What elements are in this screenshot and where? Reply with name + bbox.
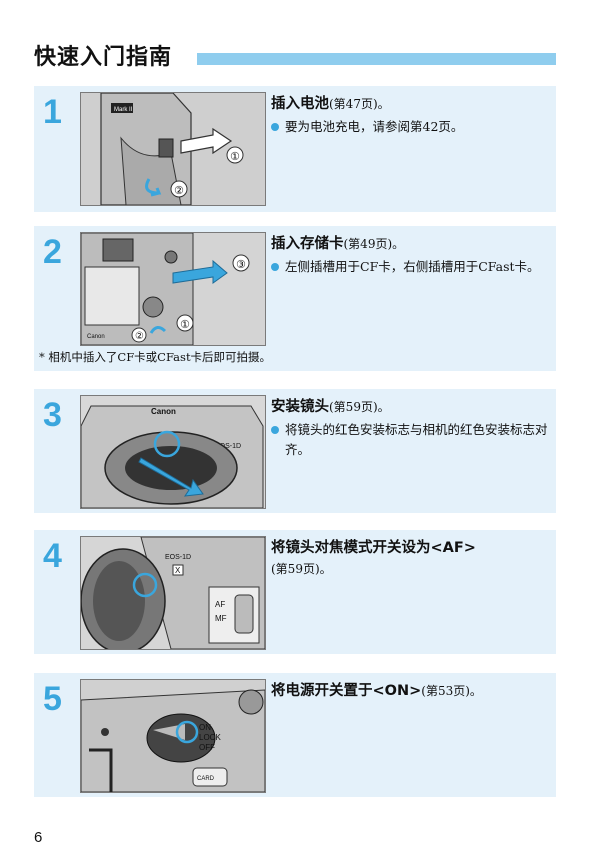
x-badge: X: [175, 566, 181, 575]
page-ref: (第59页)。: [271, 562, 332, 576]
lens-attach-photo: Canon EOS-1D X: [80, 395, 266, 509]
step-heading: 插入存储卡: [271, 236, 344, 252]
step-note: * 相机中插入了CF卡或CFast卡后即可拍摄。: [39, 350, 272, 364]
callout-1: ①: [230, 150, 240, 163]
page-ref: (第47页)。: [329, 97, 390, 111]
page-ref: (第53页)。: [421, 684, 482, 698]
card-label: CARD: [197, 776, 215, 782]
bullet-dot-icon: [271, 263, 279, 271]
callout-3: ③: [236, 258, 246, 271]
focus-mode-photo: EOS-1D X AF MF: [80, 536, 266, 650]
bullet-dot-icon: [271, 426, 279, 434]
battery-insert-photo: Mark II ① ②: [80, 92, 266, 206]
step-heading: 将镜头对焦模式开关设为<AF>: [271, 540, 476, 556]
af-label: AF: [215, 600, 225, 609]
camera-illustration: Canon EOS-1D X: [81, 396, 265, 508]
off-label: OFF: [199, 743, 215, 752]
title-decorative-bar: [197, 53, 556, 65]
model-label: EOS-1D: [215, 443, 241, 450]
on-label: ON: [199, 723, 211, 732]
step-number: 5: [43, 680, 62, 718]
step-number: 1: [43, 93, 62, 131]
brand-label: Canon: [87, 334, 105, 340]
card-insert-photo: Canon ③ ① ②: [80, 232, 266, 346]
step-number: 4: [43, 537, 62, 575]
step-heading: 插入电池: [271, 96, 329, 112]
page-ref: (第59页)。: [329, 400, 390, 414]
step-3-text: 安装镜头(第59页)。 将镜头的红色安装标志与相机的红色安装标志对齐。: [271, 397, 553, 460]
mf-label: MF: [215, 614, 227, 623]
camera-illustration: Canon ③ ① ②: [81, 233, 265, 345]
callout-2: ②: [174, 184, 184, 197]
step-bullet: 将镜头的红色安装标志与相机的红色安装标志对齐。: [271, 420, 553, 460]
power-switch-photo: ON LOCK OFF CARD: [80, 679, 266, 793]
brand-label: Canon: [151, 407, 176, 416]
step-number: 3: [43, 396, 62, 434]
callout-2: ②: [135, 331, 144, 342]
step-2-text: 插入存储卡(第49页)。 左侧插槽用于CF卡，右侧插槽用于CFast卡。: [271, 234, 553, 277]
step-4-panel: 4 EOS-1D X AF MF 将镜头对焦模式开关设为<AF> (第59页)。: [34, 530, 556, 654]
step-4-text: 将镜头对焦模式开关设为<AF> (第59页)。: [271, 538, 553, 580]
step-3-panel: 3 Canon EOS-1D X 安装镜头(第59页)。 将镜头的红色安装标志与…: [34, 389, 556, 513]
page-number: 6: [34, 829, 43, 846]
page-ref: (第49页)。: [343, 237, 405, 251]
camera-illustration: EOS-1D X AF MF: [81, 537, 265, 649]
camera-illustration: ON LOCK OFF CARD: [81, 680, 265, 792]
lock-label: LOCK: [199, 733, 221, 742]
model-label: Mark II: [114, 107, 133, 113]
camera-illustration: Mark II ① ②: [81, 93, 265, 205]
step-1-text: 插入电池(第47页)。 要为电池充电，请参阅第42页。: [271, 94, 553, 137]
page-title: 快速入门指南: [34, 45, 173, 70]
step-bullet: 要为电池充电，请参阅第42页。: [271, 117, 553, 137]
step-bullet: 左侧插槽用于CF卡，右侧插槽用于CFast卡。: [271, 257, 553, 277]
step-1-panel: 1 Mark II ① ② 插入电池(第47页)。 要为电池充电，请参阅第42页…: [34, 86, 556, 212]
step-heading: 安装镜头: [271, 399, 329, 415]
step-5-text: 将电源开关置于<ON>(第53页)。: [271, 681, 553, 702]
model-label: EOS-1D: [165, 554, 191, 561]
step-5-panel: 5 ON LOCK OFF CARD 将电源开关置于<ON>(第53页)。: [34, 673, 556, 797]
step-number: 2: [43, 233, 62, 271]
bullet-dot-icon: [271, 123, 279, 131]
callout-1: ①: [180, 318, 190, 331]
step-heading: 将电源开关置于<ON>: [271, 683, 422, 699]
page-header: 快速入门指南: [34, 42, 556, 78]
step-2-panel: 2 Canon ③ ① ② 插入存储卡(第49页)。 左侧插槽用于CF卡，右侧插…: [34, 226, 556, 371]
